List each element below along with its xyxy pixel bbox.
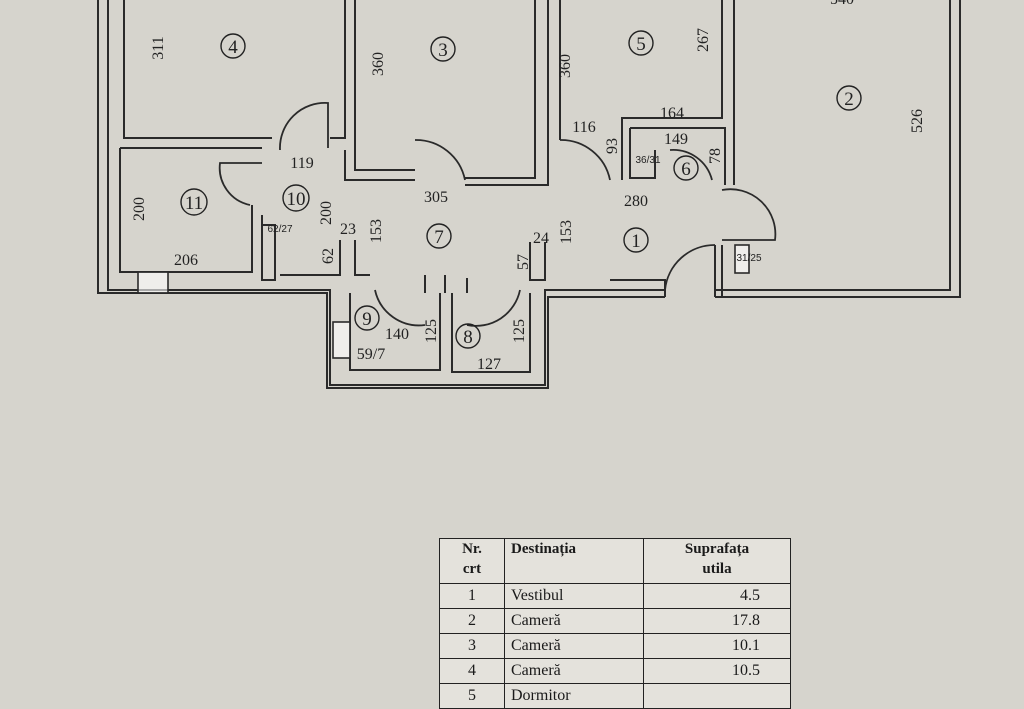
cell-nr: 5 [439, 683, 505, 709]
dim-305: 305 [424, 189, 448, 206]
room-label-11: 11 [185, 193, 203, 214]
dim-24: 24 [533, 230, 549, 247]
cell-nr: 3 [439, 633, 505, 659]
dim-room5-left: 360 [557, 54, 574, 78]
cell-destination: Cameră [504, 633, 644, 659]
dim-149: 149 [664, 131, 688, 148]
table-row: 2 Cameră 17.8 [439, 608, 791, 634]
dim-room4-height: 311 [150, 36, 167, 59]
dim-57: 57 [515, 254, 532, 270]
room-label-10: 10 [287, 189, 306, 210]
dim-125-left: 125 [423, 319, 440, 343]
dim-125-right: 125 [511, 319, 528, 343]
dim-164: 164 [660, 105, 684, 122]
cell-nr: 1 [439, 583, 505, 609]
dim-room11-200: 200 [131, 197, 148, 221]
dim-153-right: 153 [558, 220, 575, 244]
table-row: 3 Cameră 10.1 [439, 633, 791, 659]
cell-nr: 4 [439, 658, 505, 684]
dim-room2-top: 540 [830, 0, 854, 8]
dim-93: 93 [604, 138, 621, 154]
dim-280: 280 [624, 193, 648, 210]
room-label-8: 8 [463, 327, 473, 348]
room-label-6: 6 [681, 159, 691, 180]
dim-31-25: 31/25 [736, 253, 761, 264]
cell-destination: Vestibul [504, 583, 644, 609]
dim-36-31: 36/31 [635, 155, 660, 166]
dim-62-27: 62/27 [267, 224, 292, 235]
door-arcs [218, 102, 777, 327]
cell-area: 17.8 [643, 608, 791, 634]
cell-area: 4.5 [643, 583, 791, 609]
room-label-1: 1 [631, 231, 641, 252]
header-destination: Destinația [504, 538, 644, 584]
dim-23: 23 [340, 221, 356, 238]
cell-nr: 2 [439, 608, 505, 634]
dim-119: 119 [290, 155, 313, 172]
table-row: 5 Dormitor [439, 683, 791, 709]
table-row: 4 Cameră 10.5 [439, 658, 791, 684]
dim-room2-height: 526 [909, 109, 926, 133]
room-labels: 4 3 5 2 6 11 10 7 1 9 8 [180, 30, 862, 349]
floor-plan: 4 3 5 2 6 11 10 7 1 9 8 311 360 360 267 … [97, 0, 961, 389]
dim-116: 116 [572, 119, 595, 136]
header-nr: Nr.crt [439, 538, 505, 584]
dim-140: 140 [385, 326, 409, 343]
dim-62: 62 [320, 248, 337, 264]
cell-destination: Cameră [504, 658, 644, 684]
walls [97, 0, 961, 389]
room-label-4: 4 [228, 37, 238, 58]
room-label-9: 9 [362, 309, 372, 330]
dim-78: 78 [707, 148, 724, 164]
room-label-3: 3 [438, 40, 448, 61]
cell-destination: Dormitor [504, 683, 644, 709]
cell-area [643, 683, 791, 709]
dim-room3-height: 360 [370, 52, 387, 76]
dim-206: 206 [174, 252, 198, 269]
dim-room5-right: 267 [695, 28, 712, 52]
room-label-7: 7 [434, 227, 444, 248]
table-row: 1 Vestibul 4.5 [439, 583, 791, 609]
dim-127: 127 [477, 356, 501, 373]
cell-destination: Cameră [504, 608, 644, 634]
cell-area: 10.5 [643, 658, 791, 684]
room-label-5: 5 [636, 34, 646, 55]
dim-153-left: 153 [368, 219, 385, 243]
dim-59-7: 59/7 [357, 346, 385, 363]
dim-room10-200: 200 [318, 201, 335, 225]
cell-area: 10.1 [643, 633, 791, 659]
dimension-labels: 311 360 360 267 526 540 164 116 149 93 7… [131, 0, 926, 373]
room-label-2: 2 [844, 89, 854, 110]
